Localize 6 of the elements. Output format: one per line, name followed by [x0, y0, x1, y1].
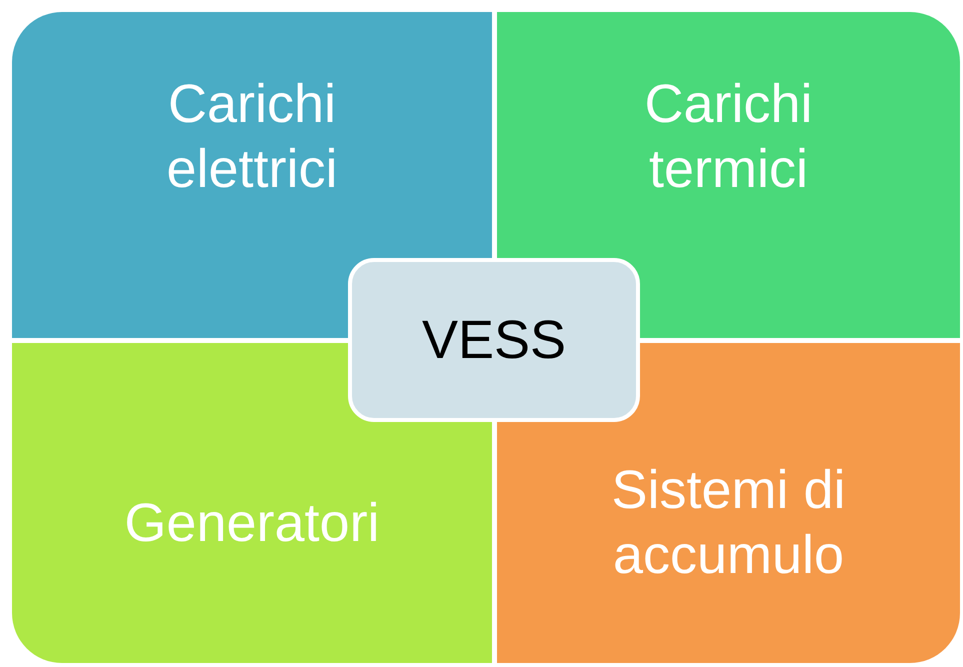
quadrant-label: Sistemi di accumulo	[610, 459, 847, 587]
quadrant-label: Carichi termici	[643, 73, 814, 201]
center-label: VESS	[422, 308, 566, 372]
quadrant-label: Carichi elettrici	[165, 73, 339, 201]
quadrant-label: Generatori	[124, 492, 380, 555]
center-box	[348, 258, 640, 422]
